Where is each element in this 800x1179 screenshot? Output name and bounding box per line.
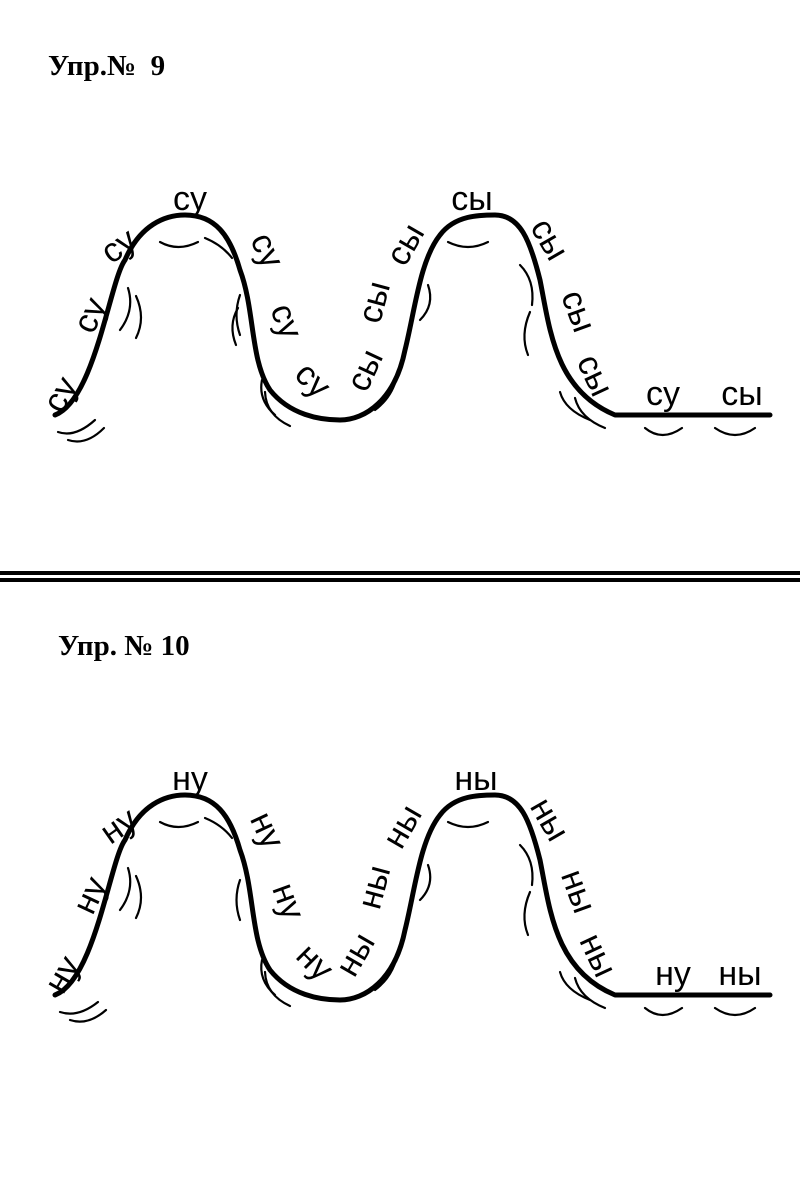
syllable-label: су xyxy=(66,292,115,339)
syllable-group: ну ну ну ну ну ну ну ны ны ны ны ны ны н… xyxy=(37,760,762,999)
wave-line xyxy=(52,792,773,1003)
syllable-label: ны xyxy=(522,791,577,847)
syllable-label: ну xyxy=(93,800,144,852)
section-divider xyxy=(0,578,800,582)
syllable-label: ну xyxy=(655,955,691,993)
syllable-label: су xyxy=(94,221,144,272)
syllable-label: ны xyxy=(375,798,430,854)
exercise-10-title: Упр. № 10 xyxy=(58,630,190,662)
syllable-label: ну xyxy=(172,760,208,798)
syllable-label: сы xyxy=(451,180,492,218)
syllable-arcs xyxy=(58,816,757,1023)
syllable-label: сы xyxy=(553,285,603,337)
syllable-label: сы xyxy=(721,375,762,413)
syllable-group: су су су су су су су сы сы сы сы сы сы с… xyxy=(36,180,763,419)
syllable-label: ны xyxy=(454,760,497,798)
exercise-9-wave-diagram: су су су су су су су сы сы сы сы сы сы с… xyxy=(36,180,773,443)
syllable-label: ны xyxy=(718,955,761,993)
syllable-label: сы xyxy=(339,344,391,398)
syllable-label: су xyxy=(287,355,338,406)
syllable-label: ну xyxy=(37,950,88,1000)
exercise-9-title: Упр.№ 9 xyxy=(48,50,166,82)
section-divider xyxy=(0,571,800,575)
syllable-label: су xyxy=(173,180,207,218)
syllable-label: сы xyxy=(569,349,621,403)
syllable-label: ны xyxy=(572,928,625,983)
syllable-label: ны xyxy=(553,864,603,918)
syllable-label: сы xyxy=(351,277,398,327)
syllable-arcs xyxy=(56,236,757,443)
syllable-label: ну xyxy=(65,871,115,919)
syllable-label: су xyxy=(646,375,680,413)
wave-line xyxy=(52,212,773,423)
syllable-label: сы xyxy=(523,212,577,267)
syllable-label: ны xyxy=(350,861,398,913)
syllable-label: су xyxy=(36,370,86,418)
syllable-label: ну xyxy=(264,878,312,925)
exercise-10-wave-diagram: ну ну ну ну ну ну ну ны ны ны ны ны ны н… xyxy=(37,760,773,1023)
syllable-label: су xyxy=(243,227,292,274)
syllable-label: су xyxy=(263,299,310,344)
syllable-label: ны xyxy=(328,926,383,982)
syllable-label: ну xyxy=(242,806,292,854)
